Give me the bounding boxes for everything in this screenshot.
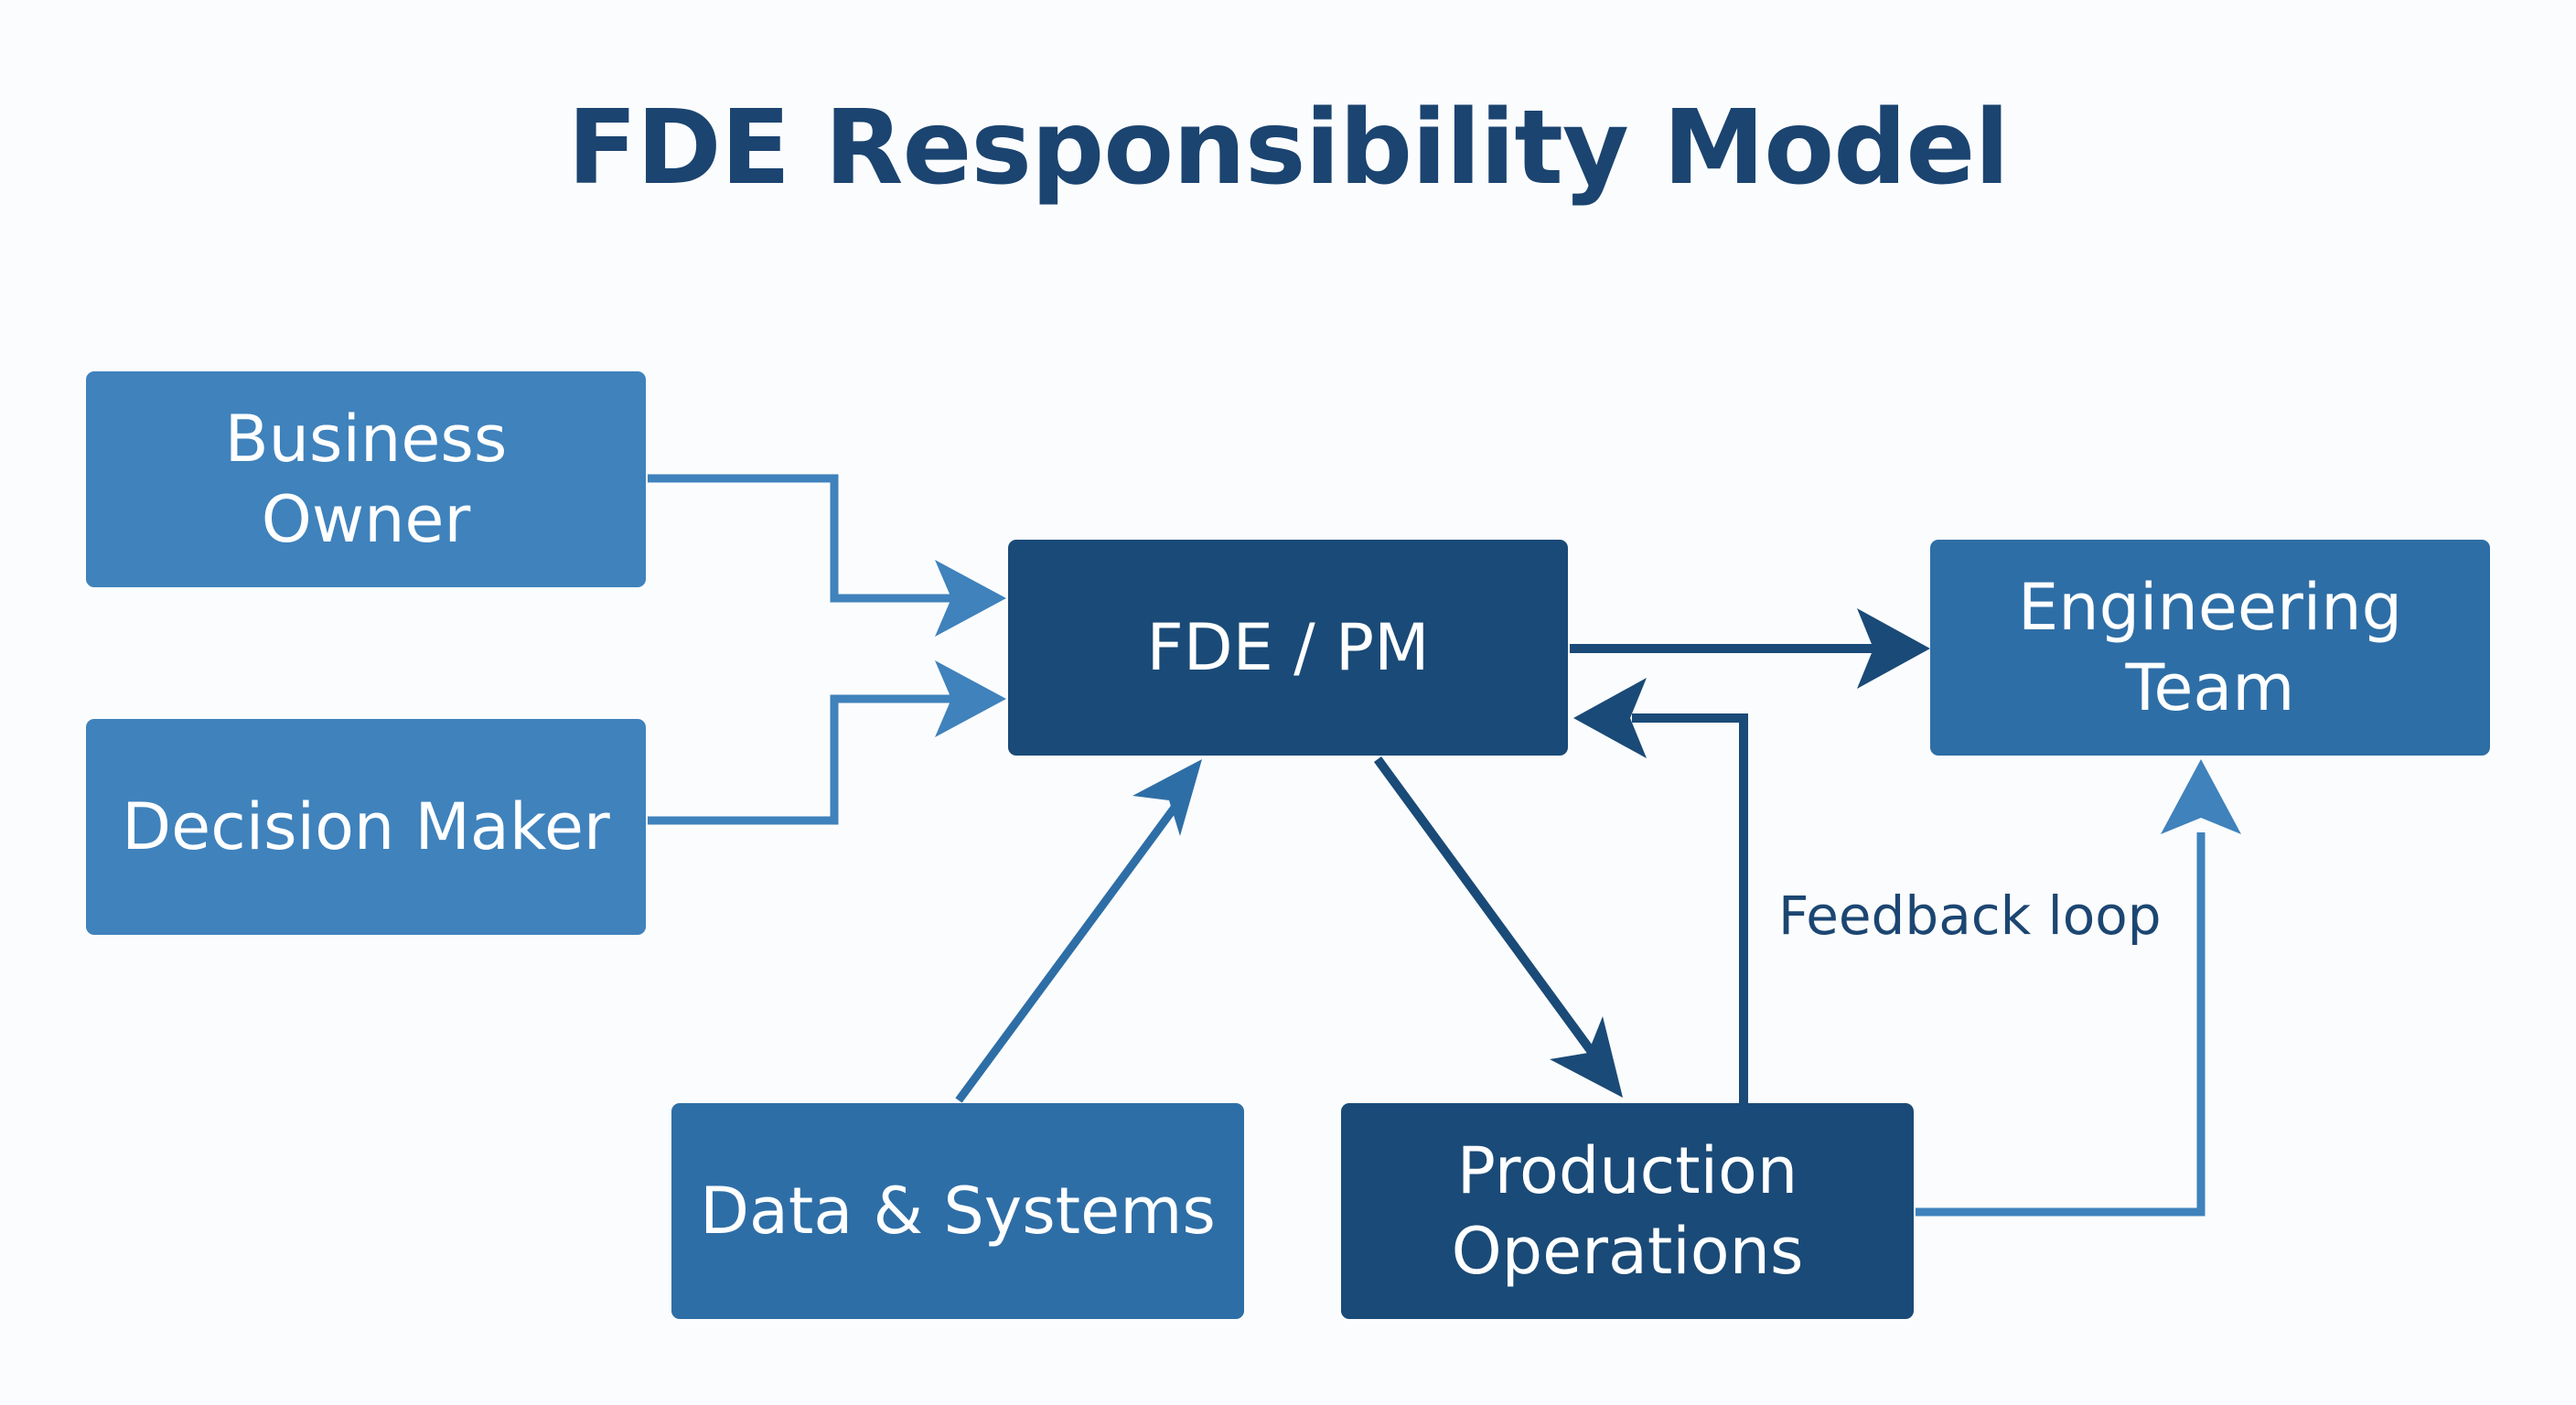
node-decision-maker[interactable]: Decision Maker	[86, 719, 646, 935]
node-data-systems-label: Data & Systems	[700, 1174, 1216, 1249]
arrowhead-decision-maker-to-fde	[935, 660, 1006, 737]
feedback-loop-label: Feedback loop	[1778, 885, 2162, 947]
edge-data-to-fde	[955, 802, 1180, 1103]
arrowhead-production-to-fde-feedback	[1573, 678, 1647, 758]
node-decision-maker-label: Decision Maker	[122, 789, 610, 864]
node-engineering-team-line2: Team	[2125, 650, 2295, 725]
edge-decision-maker-to-fde	[648, 694, 951, 825]
edge-production-to-engineering	[1916, 832, 2206, 1217]
node-production-operations-line1: Production	[1456, 1133, 1798, 1208]
node-production-operations-line2: Operations	[1451, 1214, 1804, 1289]
arrowhead-fde-to-production	[1550, 1016, 1623, 1098]
node-business-owner-line2: Owner	[261, 482, 471, 557]
node-business-owner[interactable]: Business Owner	[86, 371, 646, 587]
node-engineering-team-line1: Engineering	[2018, 570, 2402, 645]
diagram-title: FDE Responsibility Model	[567, 89, 2010, 208]
arrowhead-fde-to-engineering	[1857, 608, 1930, 689]
edge-production-to-fde-feedback	[1632, 713, 1748, 1103]
edge-fde-to-production	[1373, 756, 1596, 1055]
arrowhead-production-to-engineering	[2161, 759, 2241, 834]
node-production-operations[interactable]: Production Operations	[1341, 1103, 1914, 1319]
node-data-systems[interactable]: Data & Systems	[671, 1103, 1244, 1319]
edge-business-owner-to-fde	[648, 474, 951, 603]
node-fde-pm-label: FDE / PM	[1146, 610, 1430, 685]
arrowhead-business-owner-to-fde	[935, 560, 1006, 637]
node-engineering-team[interactable]: Engineering Team	[1930, 540, 2490, 756]
node-business-owner-line1: Business	[224, 402, 508, 477]
arrowhead-data-to-fde	[1132, 759, 1202, 836]
node-fde-pm[interactable]: FDE / PM	[1008, 540, 1568, 756]
